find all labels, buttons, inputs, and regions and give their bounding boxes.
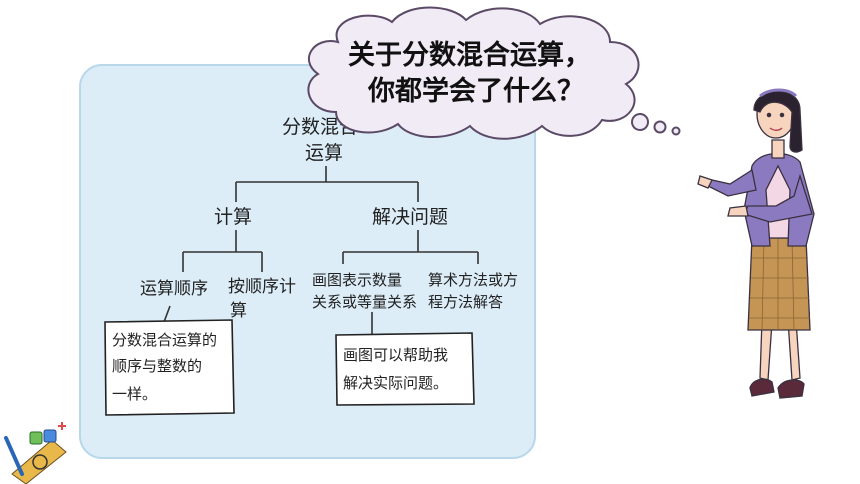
math-tools-icon [4, 422, 67, 484]
branch-calc: 计算 [214, 206, 252, 228]
leaf-draw-line1: 画图表示数量 [312, 271, 402, 289]
bubble-line1: 关于分数混合运算， [348, 39, 591, 71]
leaf-by-order-line2: 算 [230, 301, 247, 321]
mindmap-lines [162, 166, 479, 334]
note-box-left [104, 319, 235, 416]
note-left-line1: 分数混合运算的 [112, 331, 217, 349]
branch-solve: 解决问题 [372, 206, 448, 228]
leaf-method-line1: 算术方法或方 [428, 271, 518, 289]
teacher-illustration [697, 88, 815, 399]
note-left-line3: 一样。 [112, 385, 157, 403]
root-node-line2: 运算 [305, 142, 343, 164]
note-box-right [335, 332, 475, 406]
note-right-line2: 解决实际问题。 [343, 374, 448, 392]
note-right-line1: 画图可以帮助我 [343, 346, 448, 364]
bubble-line2: 你都学会了什么？ [367, 75, 584, 107]
note-left-line2: 顺序与整数的 [112, 357, 202, 375]
bubble-cloud [307, 6, 640, 140]
speech-bubble: 关于分数混合运算， 你都学会了什么？ [307, 6, 681, 140]
bubble-dot-large [631, 113, 649, 131]
leaf-by-order-line1: 按顺序计 [228, 277, 296, 297]
leaf-order: 运算顺序 [140, 279, 208, 299]
bubble-dot-medium [653, 120, 667, 134]
bubble-dot-small [671, 126, 681, 136]
mindmap-text: 分数混合 运算 计算 解决问题 运算顺序 按顺序计 算 画图表示数量 关系或等量… [112, 116, 518, 403]
leaf-draw-line2: 关系或等量关系 [312, 293, 417, 311]
leaf-method-line2: 程方法解答 [428, 293, 503, 311]
mindmap-notes [104, 319, 475, 416]
